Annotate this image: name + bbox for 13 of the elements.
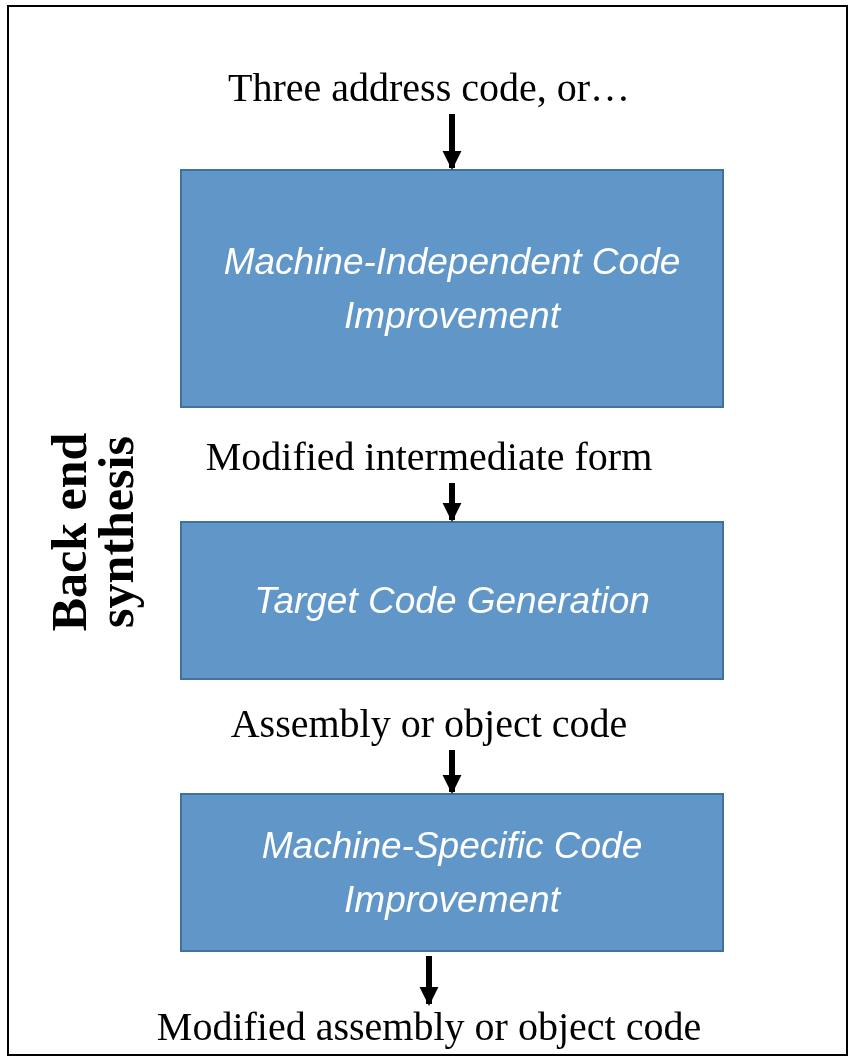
frame-box — [7, 5, 848, 1056]
arrow — [442, 114, 462, 170]
arrow — [442, 483, 462, 522]
arrow — [419, 956, 439, 1006]
process-box: Machine-Independent Code Improvement — [180, 169, 724, 408]
process-box: Target Code Generation — [180, 521, 724, 680]
input-label: Three address code, or… — [227, 66, 631, 110]
section-heading: Back end synthesis — [39, 431, 145, 634]
output-label: Modified assembly or object code — [156, 1005, 702, 1049]
output-label: Modified intermediate form — [205, 435, 653, 479]
output-label: Assembly or object code — [230, 702, 628, 746]
process-box: Machine-Specific Code Improvement — [180, 793, 724, 952]
arrow — [442, 750, 462, 794]
